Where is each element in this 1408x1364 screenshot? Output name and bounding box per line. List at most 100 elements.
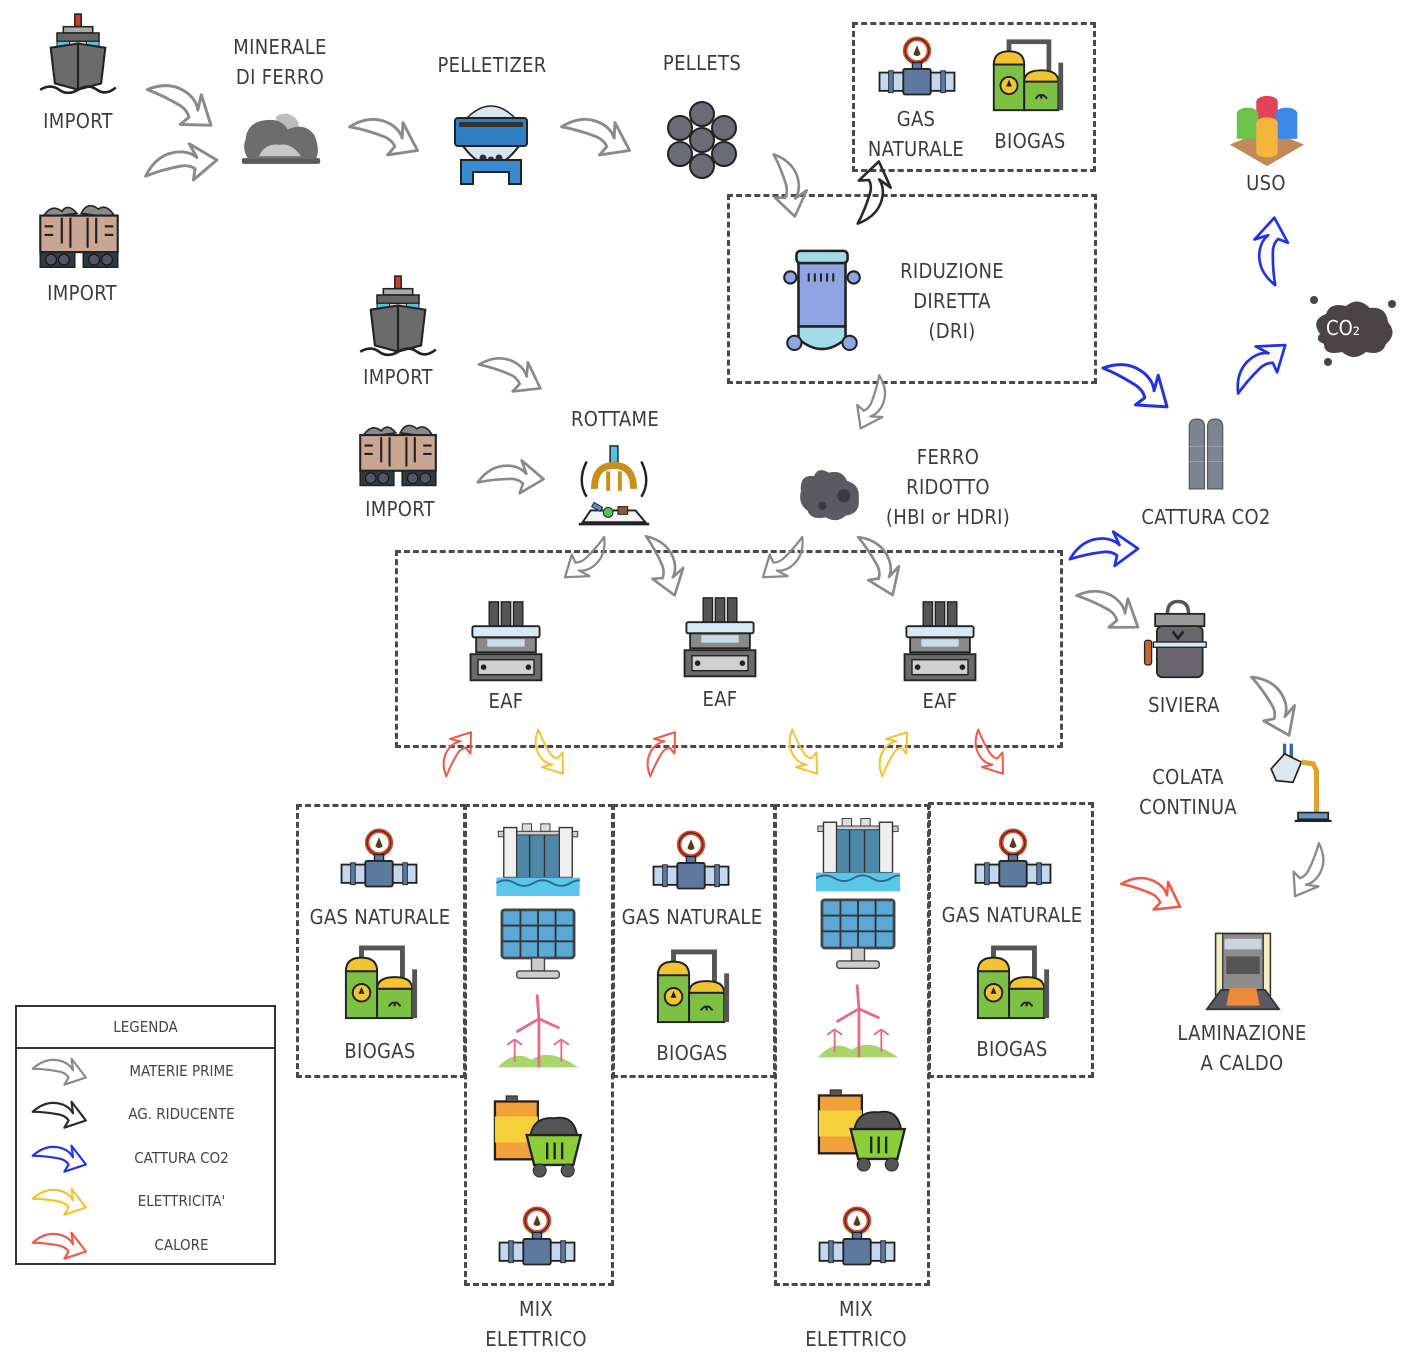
solar-panel-icon — [496, 908, 580, 982]
arrow-materie-prime-eaf-group-to-siviera — [1068, 581, 1147, 638]
gas-valve-icon — [970, 828, 1056, 892]
legend: LEGENDA MATERIE PRIME AG. RIDUCENTE CATT… — [15, 1005, 276, 1265]
train-wagon-icon — [36, 198, 122, 274]
dri-reactor-icon — [776, 246, 868, 360]
legend-arrow-icon — [25, 1053, 95, 1089]
uso-label: USO — [1246, 171, 1286, 195]
heat-1-biogas-label: BIOGAS — [344, 1039, 416, 1063]
iron-ore-icon — [238, 108, 324, 170]
heat-3-gas-label: GAS NATURALE — [941, 903, 1083, 927]
solar-panel-icon — [816, 898, 900, 972]
reducer-biogas-label: BIOGAS — [994, 129, 1066, 153]
eaf-label-1: EAF — [488, 689, 524, 713]
arrow-materie-prime-import-ship-2-to-rottame — [473, 350, 547, 399]
gas-valve-icon — [874, 36, 960, 100]
import-train-label-2: IMPORT — [365, 497, 435, 521]
fossil-fuel-icon — [486, 1094, 586, 1178]
import-train-label-1: IMPORT — [47, 281, 117, 305]
legend-item-materie-prime: MATERIE PRIME — [17, 1049, 274, 1093]
continuous-casting-icon — [1260, 742, 1336, 826]
biogas-plant-icon — [654, 948, 732, 1026]
legend-arrow-icon — [25, 1183, 95, 1219]
pellets-label: PELLETS — [662, 51, 742, 75]
hot-rolling-mill-icon — [1198, 930, 1288, 1018]
pelletizer-icon — [450, 98, 532, 188]
reducing-agent-box — [852, 22, 1096, 172]
legend-arrow-icon — [25, 1140, 95, 1176]
legend-label: ELETTRICITA' — [137, 1192, 226, 1211]
ship-icon — [36, 12, 120, 96]
train-wagon-icon — [356, 418, 440, 492]
arrow-materie-prime-colata-to-laminazione — [1286, 837, 1331, 903]
arrow-materie-prime-import-train-2-to-rottame — [473, 455, 548, 503]
scrap-crane-icon — [574, 442, 654, 530]
hydro-dam-icon — [496, 822, 580, 896]
ferro-ridotto-label: FERRO RIDOTTO (HBI or HDRI) — [885, 445, 1011, 529]
eaf-furnace-icon — [900, 600, 980, 684]
pellets-icon — [662, 100, 742, 180]
laminazione-label: LAMINAZIONE A CALDO — [1177, 1021, 1307, 1075]
arrow-materie-prime-import-train-1-to-minerale — [138, 134, 222, 198]
barrels-icon — [1228, 92, 1306, 170]
arrow-materie-prime-siviera-to-colata — [1234, 666, 1309, 744]
eaf-label-2: EAF — [702, 687, 738, 711]
arrow-calore-heat-3-to-laminazione — [1115, 870, 1187, 917]
dri-box — [727, 194, 1097, 384]
arrow-cattura-co2-cattura-to-co2 — [1226, 330, 1295, 407]
wind-turbine-icon — [496, 992, 580, 1068]
reducer-gas-label: GAS NATURALE — [867, 107, 965, 161]
arrow-materie-prime-minerale-to-pelletizer — [344, 112, 424, 162]
co2-label: CO₂ — [1326, 316, 1360, 340]
arrow-cattura-co2-co2-to-uso — [1249, 214, 1297, 289]
gas-valve-icon — [336, 828, 422, 892]
siviera-label: SIVIERA — [1148, 693, 1220, 717]
legend-label: CATTURA CO2 — [134, 1148, 229, 1167]
fossil-fuel-icon — [810, 1088, 910, 1172]
legend-label: AG. RIDUCENTE — [128, 1105, 235, 1124]
eaf-furnace-icon — [466, 600, 546, 684]
legend-label: CALORE — [154, 1235, 209, 1254]
ship-icon — [356, 274, 440, 358]
colata-label: COLATA CONTINUA — [1139, 765, 1237, 819]
legend-title: LEGENDA — [17, 1007, 274, 1049]
arrow-materie-prime-import-ship-1-to-minerale — [138, 75, 222, 136]
dri-label: RIDUZIONE DIRETTA (DRI) — [900, 259, 1004, 343]
arrow-materie-prime-pelletizer-to-pellets — [556, 112, 636, 162]
import-ship-label-1: IMPORT — [43, 109, 113, 133]
mix-1-label: MIX ELETTRICO — [485, 1297, 587, 1351]
rottame-label: ROTTAME — [570, 407, 660, 431]
legend-arrow-icon — [25, 1096, 95, 1132]
gas-valve-icon — [648, 830, 734, 894]
wind-turbine-icon — [816, 982, 900, 1058]
legend-item-elettricita: ELETTRICITA' — [17, 1180, 274, 1224]
gas-valve-icon — [814, 1206, 900, 1270]
import-ship-label-2: IMPORT — [363, 365, 433, 389]
legend-item-cattura-co2: CATTURA CO2 — [17, 1136, 274, 1180]
legend-arrow-icon — [25, 1227, 95, 1263]
hbi-iron-icon — [796, 466, 862, 524]
biogas-plant-icon — [342, 944, 420, 1022]
minerale-label: MINERALE DI FERRO — [233, 35, 327, 89]
cattura-label: CATTURA CO2 — [1141, 505, 1271, 529]
hydro-dam-icon — [816, 816, 900, 892]
gas-valve-icon — [494, 1206, 580, 1270]
heat-2-biogas-label: BIOGAS — [656, 1041, 728, 1065]
mix-2-label: MIX ELETTRICO — [805, 1297, 907, 1351]
legend-label: MATERIE PRIME — [129, 1061, 234, 1080]
biogas-plant-icon — [990, 38, 1066, 114]
eaf-box — [395, 550, 1063, 748]
legend-item-calore: CALORE — [17, 1223, 274, 1267]
heat-3-biogas-label: BIOGAS — [976, 1037, 1048, 1061]
co2-capture-towers-icon — [1176, 416, 1236, 492]
legend-item-ag-riducente: AG. RIDUCENTE — [17, 1093, 274, 1137]
arrow-materie-prime-dri-to-ferro-ridotto — [851, 370, 892, 434]
arrow-cattura-co2-dri-to-cattura — [1093, 353, 1179, 418]
pelletizer-label: PELLETIZER — [437, 53, 547, 77]
heat-2-gas-label: GAS NATURALE — [621, 905, 763, 929]
eaf-label-3: EAF — [922, 689, 958, 713]
heat-1-gas-label: GAS NATURALE — [309, 905, 451, 929]
biogas-plant-icon — [974, 944, 1052, 1022]
eaf-furnace-icon — [680, 596, 760, 680]
heat-box-3 — [928, 802, 1094, 1078]
arrow-cattura-co2-eaf-group-to-cattura — [1064, 524, 1143, 580]
